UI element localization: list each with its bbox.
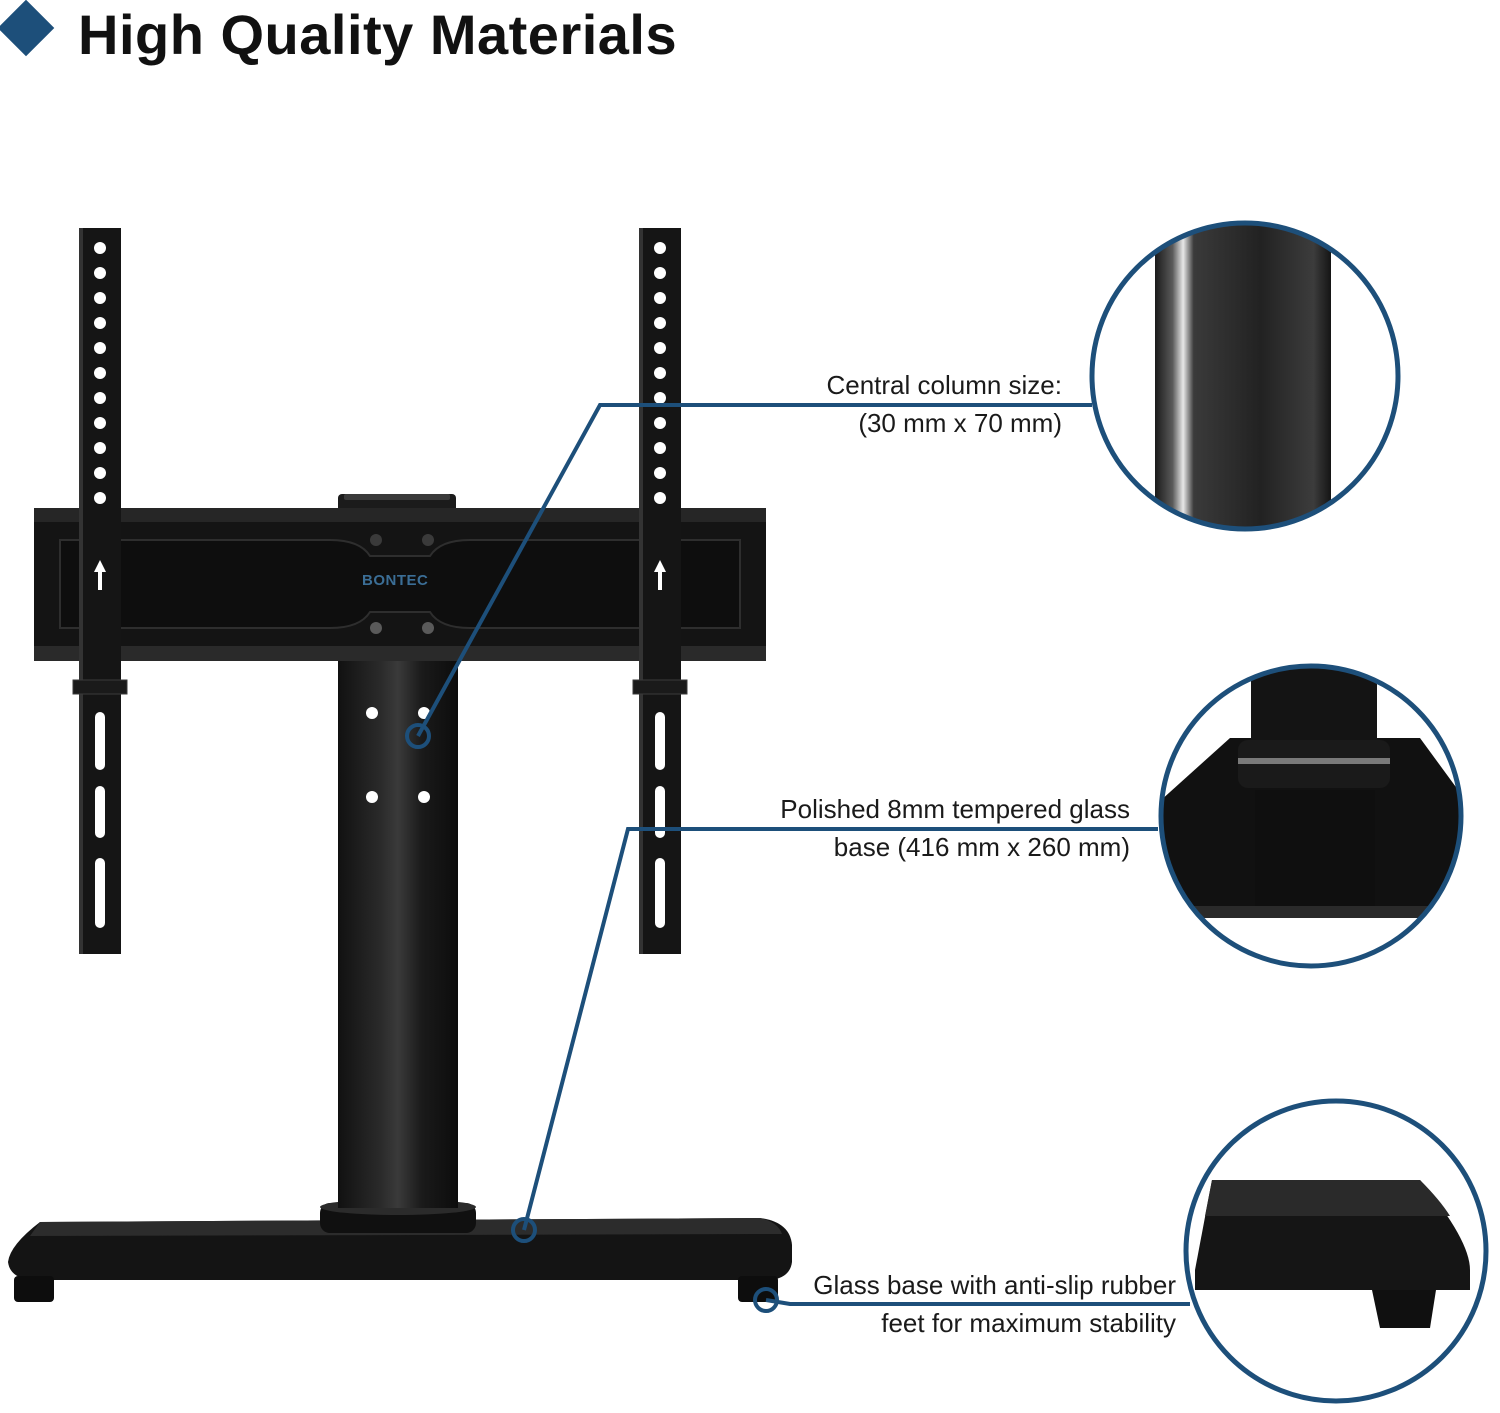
callout-line: Glass base with anti-slip rubber bbox=[813, 1270, 1176, 1300]
callout-line: base (416 mm x 260 mm) bbox=[833, 832, 1130, 862]
zoom-circle-rubber-feet bbox=[1183, 1098, 1489, 1404]
callout-markers bbox=[405, 723, 779, 1313]
glass-base bbox=[8, 1218, 792, 1302]
callout-line: Polished 8mm tempered glass bbox=[780, 794, 1130, 824]
callout-line: feet for maximum stability bbox=[881, 1308, 1176, 1338]
vesa-arm-right bbox=[632, 228, 688, 954]
callout-line: Central column size: bbox=[826, 370, 1062, 400]
callout-central-column: Central column size: (30 mm x 70 mm) bbox=[826, 366, 1062, 442]
header: High Quality Materials bbox=[0, 0, 1500, 80]
zoom-circle-glass-base bbox=[1158, 663, 1464, 969]
vesa-arm-left bbox=[72, 228, 128, 954]
central-column bbox=[338, 652, 458, 1208]
zoom-circle-column bbox=[1089, 220, 1401, 532]
callout-rubber-feet: Glass base with anti-slip rubber feet fo… bbox=[813, 1266, 1176, 1342]
leader-lines bbox=[416, 403, 1190, 1306]
callout-line: (30 mm x 70 mm) bbox=[858, 408, 1062, 438]
brand-logo: BONTEC bbox=[362, 572, 429, 589]
page-title: High Quality Materials bbox=[78, 3, 678, 66]
callout-glass-base: Polished 8mm tempered glass base (416 mm… bbox=[780, 790, 1130, 866]
